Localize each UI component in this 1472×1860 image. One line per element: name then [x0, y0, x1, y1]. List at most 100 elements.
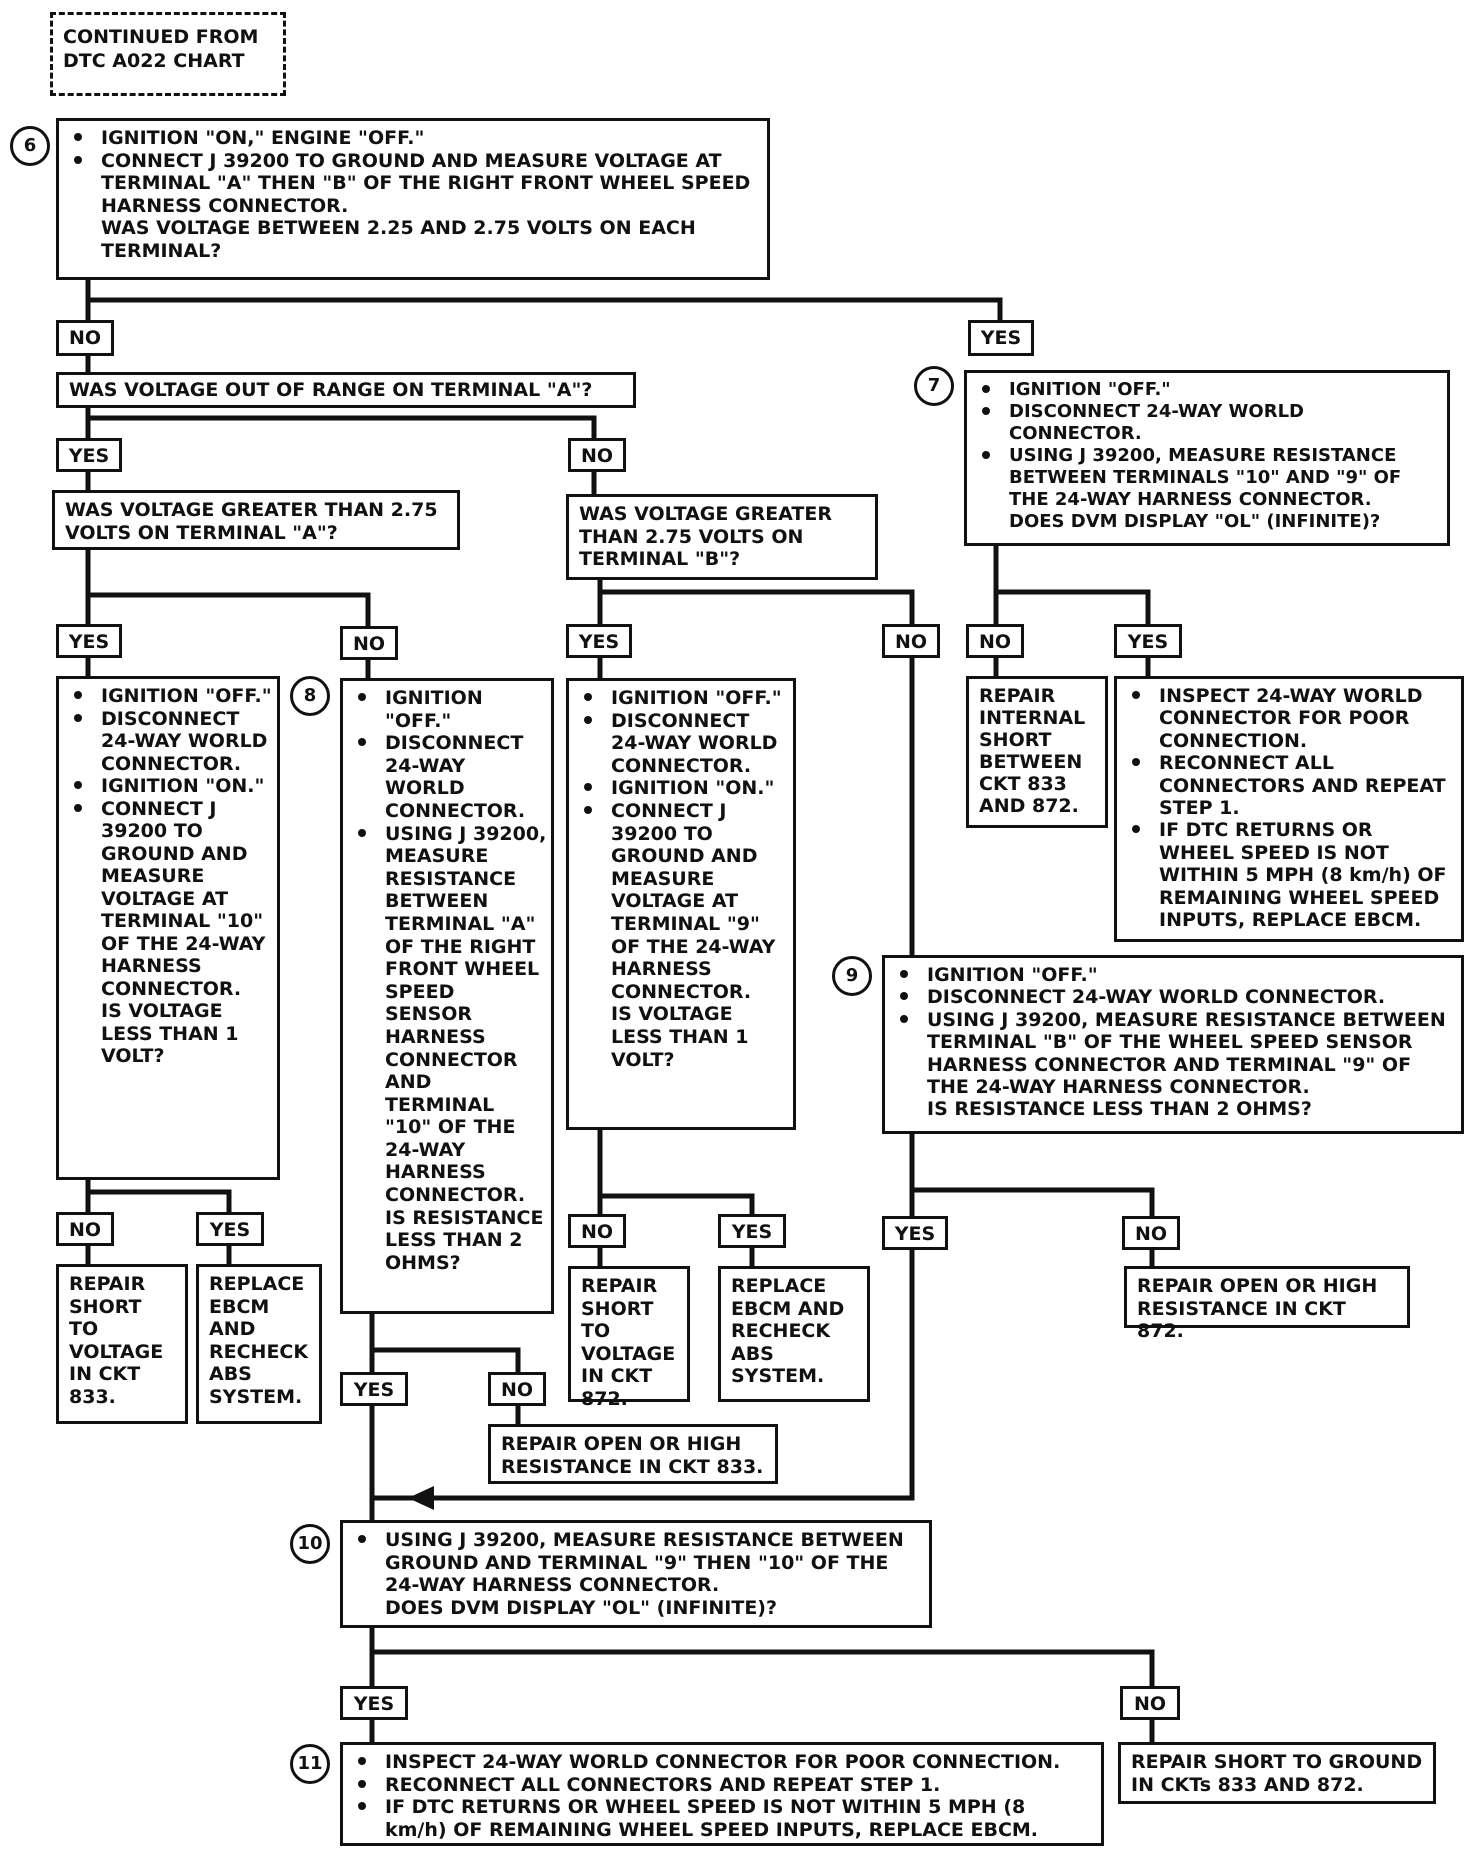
result-replace-ebcm: REPLACE EBCM AND RECHECK ABS SYSTEM. [718, 1266, 870, 1402]
label-yes: YES [968, 320, 1034, 356]
label-no: NO [568, 1214, 626, 1248]
check-item: INSPECT 24-WAY WORLD CONNECTOR FOR POOR … [1127, 685, 1453, 752]
step-number-8: 8 [290, 676, 330, 716]
question-terminal-a-out-of-range: WAS VOLTAGE OUT OF RANGE ON TERMINAL "A"… [56, 372, 636, 408]
step-number-11: 11 [290, 1744, 330, 1784]
question-terminal-a-greater: WAS VOLTAGE GREATER THAN 2.75 VOLTS ON T… [52, 490, 460, 550]
step-9-box: IGNITION "OFF." DISCONNECT 24-WAY WORLD … [882, 955, 1464, 1134]
step-number-7: 7 [914, 366, 954, 406]
label-yes: YES [718, 1214, 786, 1248]
line-s9-no [909, 1187, 1155, 1219]
step-7-item: USING J 39200, MEASURE RESISTANCE BETWEE… [977, 445, 1439, 511]
result-text: REPAIR SHORT TO VOLTAGE IN CKT 872. [581, 1275, 676, 1410]
line-qbgt-no [597, 589, 915, 628]
step-9-question: IS RESISTANCE LESS THAN 2 OHMS? [927, 1098, 1312, 1121]
result-text: REPAIR SHORT TO VOLTAGE IN CKT 833. [69, 1273, 164, 1408]
merge-arrow [408, 1486, 434, 1510]
label-no: NO [488, 1372, 546, 1406]
step-6-box: IGNITION "ON," ENGINE "OFF." CONNECT J 3… [56, 118, 770, 280]
check-item: IGNITION "OFF." [579, 687, 789, 710]
check-item: DISCONNECT 24-WAY WORLD CONNECTOR. [579, 710, 789, 778]
label-no: NO [1122, 1216, 1180, 1250]
question-terminal-b-greater: WAS VOLTAGE GREATER THAN 2.75 VOLTS ON T… [566, 494, 878, 580]
question-text: WAS VOLTAGE GREATER THAN 2.75 VOLTS ON T… [579, 503, 832, 570]
step-11-box: INSPECT 24-WAY WORLD CONNECTOR FOR POOR … [340, 1742, 1104, 1846]
step-8-item: USING J 39200, MEASURE RESISTANCE BETWEE… [353, 823, 547, 1207]
label-yes: YES [196, 1212, 264, 1246]
check-item: IGNITION "ON." [579, 777, 789, 800]
step-7-item: IGNITION "OFF." [977, 379, 1439, 401]
check-item: IF DTC RETURNS OR WHEEL SPEED IS NOT WIT… [1127, 819, 1453, 931]
step-9-item: IGNITION "OFF." [895, 964, 1453, 986]
label-yes: YES [1114, 624, 1182, 658]
step-number-10: 10 [290, 1524, 330, 1564]
step-10-box: USING J 39200, MEASURE RESISTANCE BETWEE… [340, 1520, 932, 1628]
line-alow-yes [85, 1189, 232, 1215]
check-item: CONNECT J 39200 TO GROUND AND MEASURE VO… [69, 798, 273, 1001]
result-text: REPAIR OPEN OR HIGH RESISTANCE IN CKT 83… [501, 1433, 764, 1478]
step-9-item: DISCONNECT 24-WAY WORLD CONNECTOR. [895, 986, 1453, 1008]
result-replace-ebcm: REPLACE EBCM AND RECHECK ABS SYSTEM. [196, 1264, 322, 1424]
step-8-box: IGNITION "OFF." DISCONNECT 24-WAY WORLD … [340, 678, 554, 1314]
result-text: REPAIR SHORT TO GROUND IN CKTs 833 AND 8… [1131, 1751, 1423, 1796]
step-9-item: USING J 39200, MEASURE RESISTANCE BETWEE… [895, 1009, 1453, 1099]
result-short-to-ground: REPAIR SHORT TO GROUND IN CKTs 833 AND 8… [1118, 1742, 1436, 1804]
check-item: IGNITION "OFF." [69, 685, 273, 708]
check-terminal-9-voltage: IGNITION "OFF." DISCONNECT 24-WAY WORLD … [566, 678, 796, 1130]
line-qa-no [85, 415, 597, 441]
step-11-item: RECONNECT ALL CONNECTORS AND REPEAT STEP… [353, 1774, 1093, 1797]
label-no: NO [882, 624, 940, 658]
label-no: NO [340, 626, 398, 660]
step-8-item: DISCONNECT 24-WAY WORLD CONNECTOR. [353, 732, 547, 822]
start-text: CONTINUED FROM DTC A022 CHART [63, 26, 259, 72]
result-text: REPAIR INTERNAL SHORT BETWEEN CKT 833 AN… [979, 685, 1086, 817]
step-8-item: IGNITION "OFF." [353, 687, 547, 732]
check-item: CONNECT J 39200 TO GROUND AND MEASURE VO… [579, 800, 789, 1003]
step-11-item: IF DTC RETURNS OR WHEEL SPEED IS NOT WIT… [353, 1796, 1093, 1841]
label-yes: YES [340, 1372, 408, 1406]
result-open-872: REPAIR OPEN OR HIGH RESISTANCE IN CKT 87… [1124, 1266, 1410, 1342]
label-yes: YES [340, 1686, 408, 1720]
label-no: NO [966, 624, 1024, 658]
label-no: NO [56, 1212, 114, 1246]
check-terminal-10-voltage: IGNITION "OFF." DISCONNECT 24-WAY WORLD … [56, 676, 280, 1180]
result-short-to-voltage-872: REPAIR SHORT TO VOLTAGE IN CKT 872. [568, 1266, 690, 1410]
result-open-833: REPAIR OPEN OR HIGH RESISTANCE IN CKT 83… [488, 1424, 778, 1484]
result-text: REPAIR OPEN OR HIGH RESISTANCE IN CKT 87… [1137, 1275, 1378, 1342]
check-item: DISCONNECT 24-WAY WORLD CONNECTOR. [69, 708, 273, 776]
check-item: RECONNECT ALL CONNECTORS AND REPEAT STEP… [1127, 752, 1453, 819]
step-7-item: DISCONNECT 24-WAY WORLD CONNECTOR. [977, 401, 1439, 445]
label-no: NO [1120, 1686, 1180, 1720]
label-no: NO [568, 438, 626, 472]
line-bhigh-yes [597, 1193, 755, 1217]
line-s10-no [369, 1649, 1155, 1689]
step-8-question: IS RESISTANCE LESS THAN 2 OHMS? [385, 1206, 544, 1274]
label-yes: YES [56, 624, 122, 658]
line-qagt-no [85, 592, 371, 631]
step-10-item: USING J 39200, MEASURE RESISTANCE BETWEE… [353, 1529, 921, 1597]
check-question: IS VOLTAGE LESS THAN 1 VOLT? [101, 1000, 239, 1067]
label-yes: YES [882, 1216, 948, 1250]
label-yes: YES [566, 624, 632, 658]
result-short-to-voltage-833: REPAIR SHORT TO VOLTAGE IN CKT 833. [56, 1264, 188, 1424]
line-s7-yes [993, 589, 1151, 628]
step-7-yes-box: INSPECT 24-WAY WORLD CONNECTOR FOR POOR … [1114, 676, 1464, 942]
step-number-9: 9 [832, 956, 872, 996]
question-text: WAS VOLTAGE GREATER THAN 2.75 VOLTS ON T… [65, 499, 438, 544]
start-box: CONTINUED FROM DTC A022 CHART [50, 12, 286, 96]
step-6-question: WAS VOLTAGE BETWEEN 2.25 AND 2.75 VOLTS … [101, 217, 696, 262]
result-internal-short: REPAIR INTERNAL SHORT BETWEEN CKT 833 AN… [966, 676, 1108, 828]
line-s8-no [369, 1347, 521, 1375]
line-s9yes-to-s10 [369, 1247, 915, 1501]
check-question: IS VOLTAGE LESS THAN 1 VOLT? [611, 1003, 749, 1071]
result-text: REPLACE EBCM AND RECHECK ABS SYSTEM. [731, 1275, 845, 1387]
label-yes: YES [56, 438, 122, 472]
step-11-item: INSPECT 24-WAY WORLD CONNECTOR FOR POOR … [353, 1751, 1093, 1774]
question-text: WAS VOLTAGE OUT OF RANGE ON TERMINAL "A"… [69, 379, 593, 401]
step-7-box: IGNITION "OFF." DISCONNECT 24-WAY WORLD … [964, 370, 1450, 546]
step-6-item: CONNECT J 39200 TO GROUND AND MEASURE VO… [69, 150, 759, 218]
step-10-question: DOES DVM DISPLAY "OL" (INFINITE)? [385, 1596, 778, 1619]
line-s6-yes [85, 297, 1003, 323]
